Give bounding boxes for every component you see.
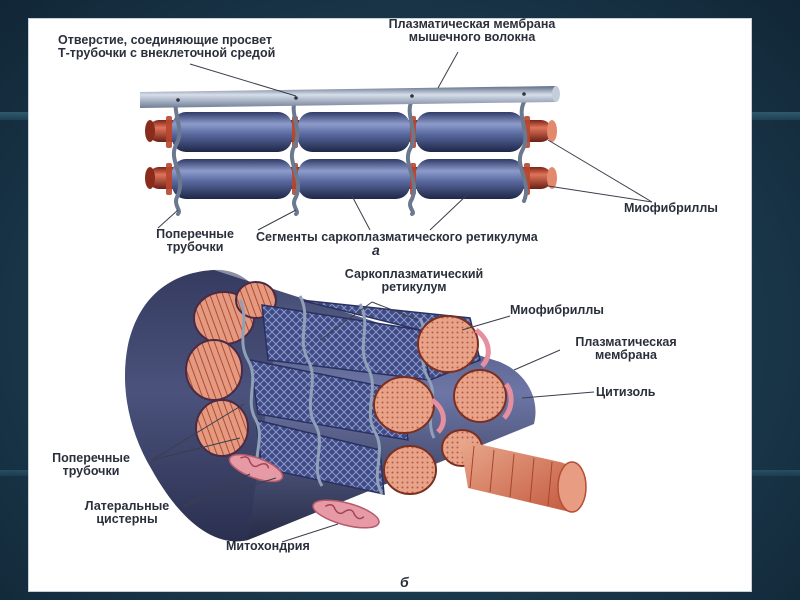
leader-lines-a	[157, 51, 653, 231]
label-transverse-tubules-b-line2: трубочки	[62, 464, 120, 478]
sr-segments-lower	[172, 159, 524, 199]
label-myofibrils-a: Миофибриллы	[624, 201, 718, 215]
label-opening-line1: Отверстие, соединяющие просвет	[58, 33, 272, 47]
label-transverse-tubules-a-line2: трубочки	[166, 240, 224, 254]
label-transverse-tubules-b-line1: Поперечные	[52, 451, 130, 465]
t-tubules-b	[238, 295, 436, 495]
figure-b-illustration	[125, 269, 587, 542]
label-lateral-cisternae: Латеральные цистерны	[72, 500, 182, 526]
label-lateral-cisternae-line2: цистерны	[96, 512, 158, 526]
figure-a-illustration	[140, 86, 560, 216]
label-plasma-membrane-b: Плазматическая мембрана	[556, 336, 696, 362]
sr-segments-upper	[172, 112, 524, 152]
label-lateral-cisternae-line1: Латеральные	[84, 499, 170, 513]
label-plasma-membrane-b-line2: мембрана	[595, 348, 657, 362]
figure-label-b: б	[400, 574, 409, 590]
t-tubules-a	[172, 94, 528, 216]
protruding-myofibril	[460, 440, 587, 513]
plasma-membrane-tube	[140, 86, 556, 108]
label-opening: Отверстие, соединяющие просвет Т-трубочк…	[58, 34, 275, 60]
label-cytosol: Цитизоль	[596, 385, 656, 399]
label-sarcoplasmic-reticulum: Саркоплазматический ретикулум	[322, 268, 506, 294]
label-transverse-tubules-b: Поперечные трубочки	[32, 452, 150, 478]
mitochondria	[228, 453, 380, 529]
label-plasma-membrane-fiber-line1: Плазматическая мембрана	[388, 17, 556, 31]
label-plasma-membrane-fiber-line2: мышечного волокна	[408, 30, 536, 44]
cut-face-cross-sections	[185, 281, 277, 457]
label-myofibrils-b: Миофибриллы	[510, 303, 604, 317]
label-sarcoplasmic-reticulum-line2: ретикулум	[381, 280, 447, 294]
leader-lines-b	[151, 301, 595, 543]
label-opening-line2: Т-трубочки с внеклеточной средой	[58, 46, 276, 60]
label-plasma-membrane-fiber: Плазматическая мембрана мышечного волокн…	[386, 18, 558, 44]
label-sarcoplasmic-reticulum-line1: Саркоплазматический	[344, 267, 484, 281]
label-transverse-tubules-a-line1: Поперечные	[156, 227, 234, 241]
label-sr-segments: Сегменты саркоплазматического ретикулума	[256, 230, 538, 244]
label-transverse-tubules-a: Поперечные трубочки	[140, 228, 250, 254]
label-mitochondrion: Митохондрия	[226, 539, 310, 553]
figure-label-a: а	[372, 242, 380, 258]
label-plasma-membrane-b-line1: Плазматическая	[575, 335, 677, 349]
